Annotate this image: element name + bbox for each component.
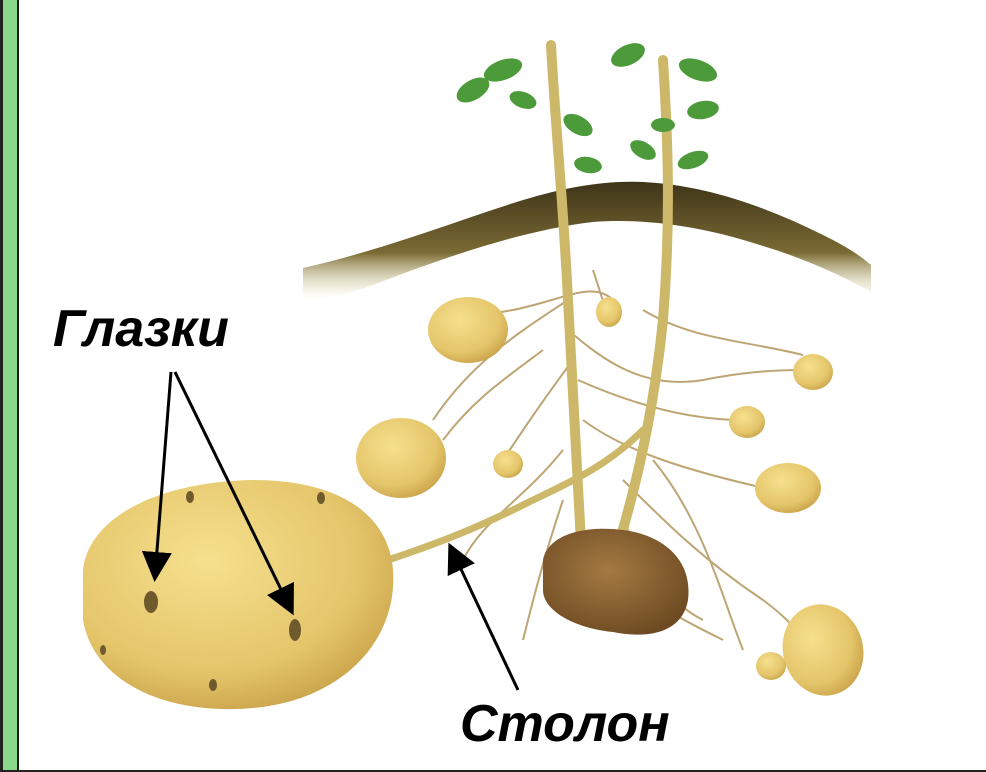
soil-surface — [303, 182, 871, 300]
mother-tuber — [543, 529, 689, 635]
large-tuber — [83, 480, 393, 709]
label-stolon: Столон — [460, 698, 670, 750]
leaves — [452, 38, 720, 175]
arrow-stolon — [451, 548, 518, 690]
young-tubers — [356, 297, 874, 705]
label-eyes: Глазки — [53, 303, 229, 355]
potato-plant-illustration — [3, 0, 986, 772]
